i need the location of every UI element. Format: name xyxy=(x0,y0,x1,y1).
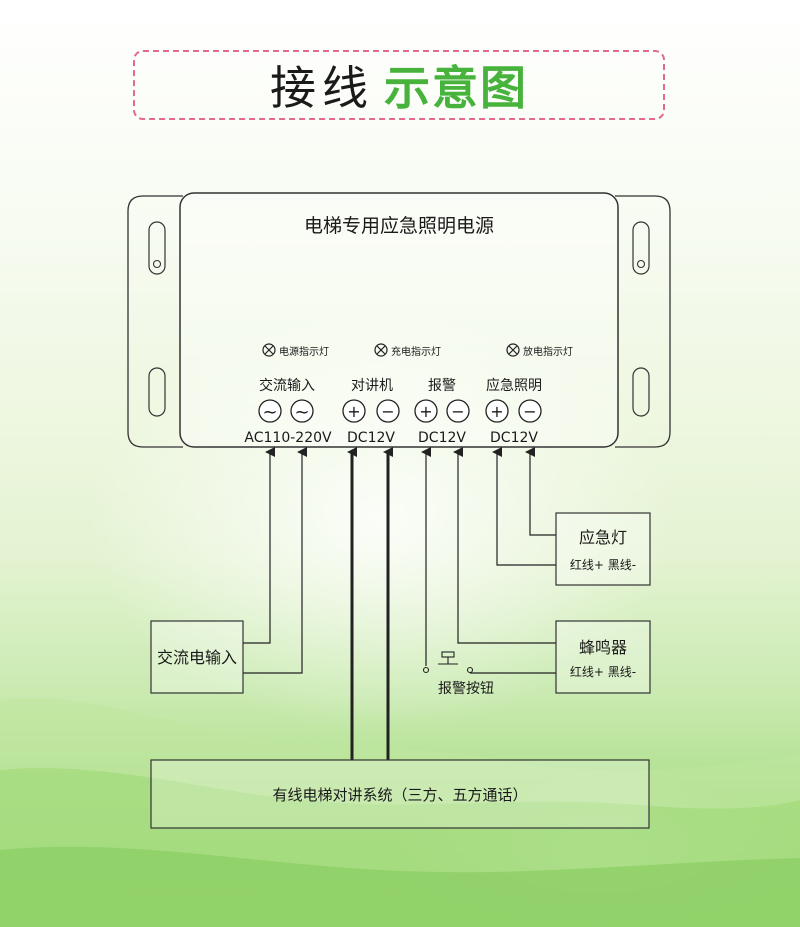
wire-light-minus xyxy=(525,447,556,536)
right-slot-bottom xyxy=(632,367,650,417)
buzzer-box xyxy=(555,620,651,694)
emergency-light-box xyxy=(555,512,651,586)
right-mounting-flange xyxy=(615,195,671,448)
right-keyhole-top xyxy=(632,221,650,275)
group-label-intercom: 对讲机 xyxy=(351,378,393,394)
terminal-ac-1: ~ xyxy=(258,399,282,423)
buzzer-title: 蜂鸣器 xyxy=(579,638,627,657)
terminal-alarm-minus: − xyxy=(446,399,470,423)
left-keyhole-top xyxy=(148,221,166,275)
indicator-label: 电源指示灯 xyxy=(279,345,329,358)
emergency-light-title: 应急灯 xyxy=(579,528,627,547)
voltage-ac: AC110-220V xyxy=(244,430,332,446)
terminal-lighting-minus: − xyxy=(518,399,542,423)
ac-input-title: 交流电输入 xyxy=(157,648,237,667)
terminal-intercom-plus: + xyxy=(342,399,366,423)
voltage-lighting: DC12V xyxy=(490,430,538,446)
terminal-lighting-plus: + xyxy=(485,399,509,423)
device-name: 电梯专用应急照明电源 xyxy=(304,215,494,237)
svg-text:+: + xyxy=(490,402,503,421)
group-label-ac: 交流输入 xyxy=(259,377,315,394)
indicator-charge: 充电指示灯 xyxy=(374,343,441,358)
right-keyhole-hole xyxy=(636,259,646,269)
title-text: 接线 xyxy=(270,61,374,115)
wire-light-plus xyxy=(492,447,556,566)
alarm-button-label: 报警按钮 xyxy=(438,681,494,697)
group-label-lighting: 应急照明 xyxy=(486,377,542,394)
indicator-label: 充电指示灯 xyxy=(391,345,441,358)
voltage-intercom: DC12V xyxy=(347,430,395,446)
title-highlight: 示意图 xyxy=(384,61,528,115)
indicator-label: 放电指示灯 xyxy=(523,345,573,358)
left-keyhole-hole xyxy=(152,259,162,269)
wire-ac-2 xyxy=(243,447,307,674)
svg-text:~: ~ xyxy=(262,402,277,423)
terminal-ac-2: ~ xyxy=(290,399,314,423)
svg-text:+: + xyxy=(419,402,432,421)
svg-text:−: − xyxy=(451,402,464,421)
voltage-alarm: DC12V xyxy=(418,430,466,446)
group-label-alarm: 报警 xyxy=(428,378,456,394)
terminal-intercom-minus: − xyxy=(376,399,400,423)
alarm-button-symbol xyxy=(422,651,474,674)
indicator-discharge: 放电指示灯 xyxy=(506,343,573,358)
buzzer-sub: 红线+ 黑线- xyxy=(570,664,636,679)
left-mounting-flange xyxy=(127,195,183,448)
terminal-alarm-plus: + xyxy=(414,399,438,423)
wire-ac-1 xyxy=(243,447,275,644)
intercom-system-box xyxy=(150,759,650,829)
intercom-system-title: 有线电梯对讲系统（三方、五方通话） xyxy=(272,786,527,804)
svg-text:−: − xyxy=(381,402,394,421)
left-slot-bottom xyxy=(148,367,166,417)
ac-input-box xyxy=(150,620,244,694)
emergency-light-sub: 红线+ 黑线- xyxy=(570,557,636,572)
indicator-power: 电源指示灯 xyxy=(262,343,329,358)
device-body xyxy=(179,192,619,448)
svg-text:−: − xyxy=(523,402,536,421)
title-box: 接线 示意图 xyxy=(133,50,665,120)
wire-alarm-minus xyxy=(453,447,556,644)
svg-text:~: ~ xyxy=(294,402,309,423)
svg-text:+: + xyxy=(347,402,360,421)
